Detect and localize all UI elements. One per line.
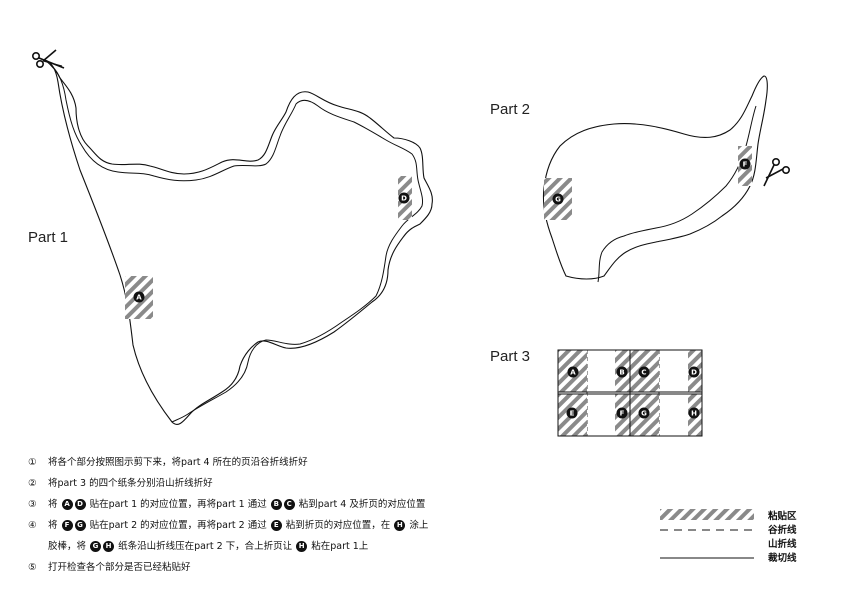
marker-g-part3: G bbox=[638, 407, 650, 419]
scissors-icon bbox=[763, 157, 790, 187]
marker-b-part3: B bbox=[616, 366, 628, 378]
badge-c: C bbox=[283, 499, 295, 510]
svg-text:C: C bbox=[641, 369, 646, 377]
svg-text:A: A bbox=[136, 294, 142, 302]
svg-text:A: A bbox=[570, 369, 576, 377]
part1-cut-outline bbox=[44, 59, 433, 425]
badge-d: D bbox=[74, 499, 86, 510]
marker-e-part3: E bbox=[566, 407, 578, 419]
badge-h: H bbox=[296, 541, 308, 552]
svg-text:E: E bbox=[570, 410, 575, 418]
svg-text:D: D bbox=[691, 369, 697, 377]
badge-b: B bbox=[270, 499, 282, 510]
marker-d-part1: D bbox=[398, 192, 410, 204]
marker-f-part2: F bbox=[739, 158, 751, 170]
badge-g: G bbox=[74, 520, 86, 531]
svg-text:G: G bbox=[641, 410, 647, 418]
svg-text:F: F bbox=[743, 161, 748, 169]
part1-label: Part 1 bbox=[28, 229, 69, 246]
badge-f: F bbox=[61, 520, 73, 531]
part2-label: Part 2 bbox=[490, 101, 531, 118]
marker-h-part3: H bbox=[688, 407, 700, 419]
marker-f-part3: F bbox=[616, 407, 628, 419]
legend-glue-label: 粘贴区 bbox=[768, 511, 797, 522]
part3-label: Part 3 bbox=[490, 348, 531, 365]
marker-a-part1: A bbox=[133, 291, 145, 303]
badge-h: H bbox=[394, 520, 406, 531]
legend-cut-label: 裁切线 bbox=[768, 553, 797, 564]
part1-inner-outline bbox=[51, 65, 423, 423]
badge-e: E bbox=[270, 520, 282, 531]
legend-glue-swatch bbox=[660, 509, 754, 520]
marker-d-part3: D bbox=[688, 366, 700, 378]
marker-a-part3: A bbox=[567, 366, 579, 378]
legend-valley-label: 谷折线 bbox=[768, 525, 797, 536]
svg-text:F: F bbox=[620, 410, 625, 418]
svg-text:D: D bbox=[401, 195, 407, 203]
badge-g: G bbox=[90, 541, 102, 552]
part2-cut-outline bbox=[542, 75, 768, 280]
svg-text:H: H bbox=[691, 410, 697, 418]
marker-c-part3: C bbox=[638, 366, 650, 378]
marker-g-part2: G bbox=[552, 193, 564, 205]
svg-text:B: B bbox=[619, 369, 624, 377]
legend-mountain-label: 山折线 bbox=[768, 539, 797, 550]
badge-h: H bbox=[103, 541, 115, 552]
badge-a: A bbox=[61, 499, 73, 510]
svg-text:G: G bbox=[555, 196, 561, 204]
scissors-icon bbox=[31, 49, 65, 69]
